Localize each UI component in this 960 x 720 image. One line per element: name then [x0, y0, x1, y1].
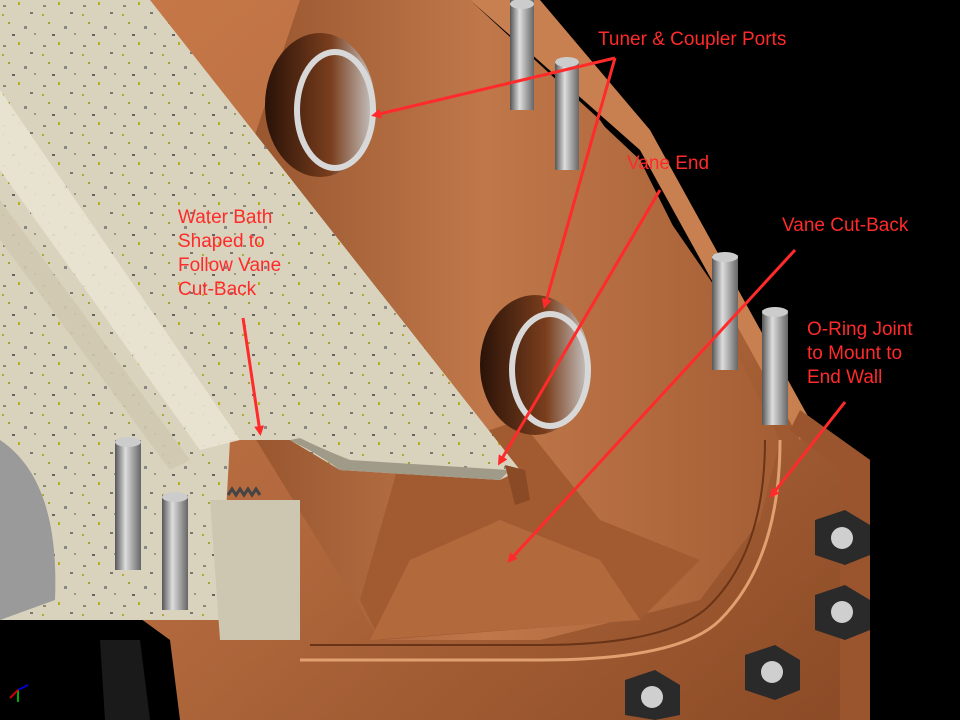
water-bath-rib-2	[0, 200, 190, 470]
stud-bolt-top	[115, 437, 141, 447]
tuner-port-upper	[265, 33, 375, 177]
label-o-ring-joint: O-Ring Joint to Mount to End Wall	[807, 319, 913, 388]
vane-cut-back-surface	[370, 520, 640, 640]
stud-bolt-top	[712, 252, 738, 262]
spring	[226, 486, 262, 498]
left-flange-ring	[0, 440, 56, 620]
arrow-vane-cut-back	[507, 248, 797, 563]
stud-bolt	[712, 255, 738, 370]
coupler-port-lower-rim	[509, 311, 591, 429]
hex-nut-washer	[641, 686, 663, 708]
label-vane-cut-back: Vane Cut-Back	[782, 215, 909, 236]
water-bath-notch	[290, 438, 510, 480]
hex-nut-washer	[761, 661, 783, 683]
stud-bolt	[762, 310, 788, 425]
stud-bolt	[510, 0, 534, 110]
hex-nut-washer	[831, 601, 853, 623]
stud-bolt-top	[510, 0, 534, 9]
stud-bolts	[115, 0, 788, 610]
o-ring-groove-inner	[310, 439, 766, 646]
arrow-o-ring-joint	[769, 401, 847, 499]
stud-bolt-top	[162, 492, 188, 502]
annotation-arrows	[241, 56, 847, 563]
stud-bolt	[162, 495, 188, 610]
left-lower-bolt	[100, 640, 150, 720]
label-vane-end: Vane End	[627, 153, 710, 174]
label-water-bath: Water Bath Shaped to Follow Vane Cut-Bac…	[178, 207, 282, 300]
stud-bolt	[555, 60, 579, 170]
water-bath-ribs	[0, 90, 240, 450]
stud-bolt	[115, 440, 141, 570]
stud-bolt-top	[555, 57, 579, 67]
coupler-port-lower	[480, 295, 590, 435]
label-tuner-coupler-ports: Tuner & Coupler Ports	[598, 29, 787, 50]
water-bath-end	[210, 500, 300, 640]
arrow-tuner-port-upper	[371, 56, 616, 119]
arrow-water-bath	[241, 317, 265, 436]
o-ring-groove	[300, 439, 782, 662]
vane-end-tip	[505, 465, 530, 505]
hex-nut-washer	[831, 527, 853, 549]
arrow-coupler-port-lower	[541, 57, 617, 309]
arrow-vane-end	[497, 189, 662, 466]
stud-bolt-top	[762, 307, 788, 317]
body-edge	[790, 410, 870, 720]
hex-nuts	[625, 510, 870, 720]
axis-triad-icon	[9, 684, 29, 702]
